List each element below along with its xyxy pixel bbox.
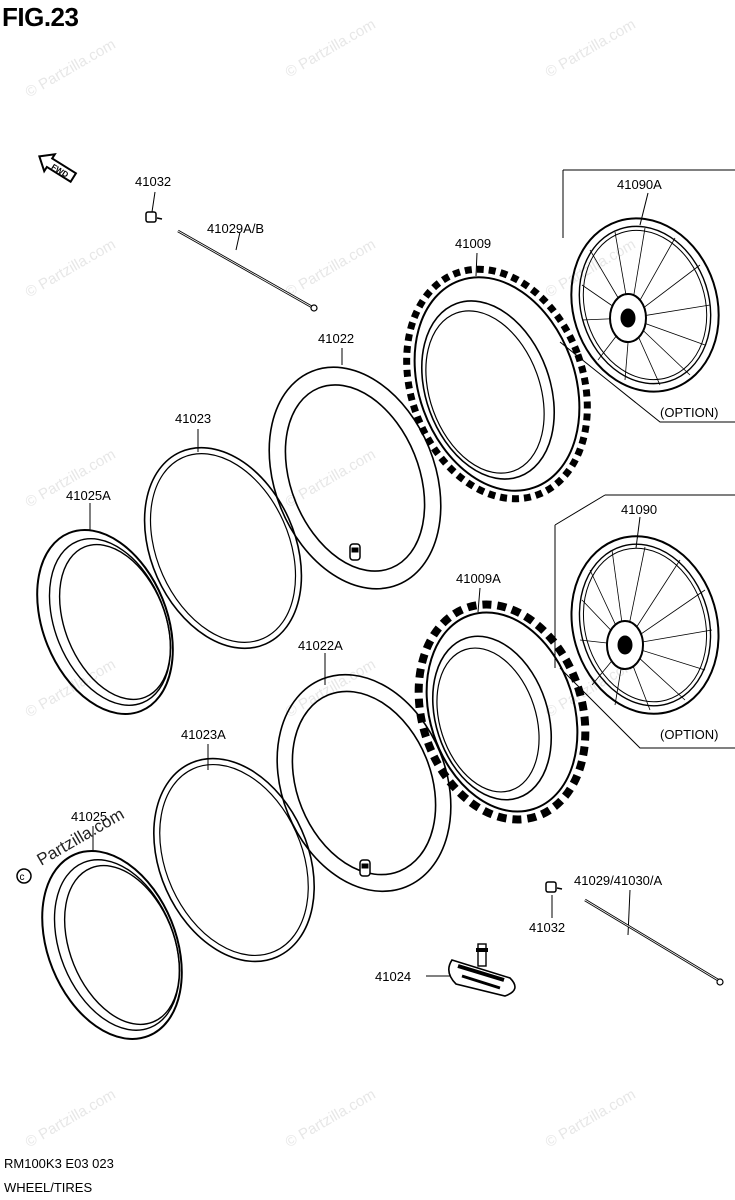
part-label-41029-41030a: 41029/41030/A	[574, 873, 663, 888]
part-label-41032-bottom: 41032	[529, 920, 566, 935]
wheel-41090	[570, 516, 720, 715]
spoke-41029ab	[177, 229, 318, 312]
part-label-41025: 41025	[71, 809, 108, 824]
option-label-top: (OPTION)	[660, 405, 719, 420]
part-label-41090: 41090	[621, 502, 658, 517]
rim-band-41023	[143, 429, 303, 650]
part-label-41009: 41009	[455, 236, 492, 251]
part-label-41023a: 41023A	[181, 727, 226, 742]
part-label-41022: 41022	[318, 331, 355, 346]
part-label-41022a: 41022A	[298, 638, 343, 653]
wheel-41090a	[570, 192, 720, 393]
rim-41025a	[36, 503, 174, 715]
figure-title: FIG.23	[2, 2, 79, 32]
part-label-41032-top: 41032	[135, 174, 172, 189]
copyright-icon: c	[16, 868, 32, 884]
nut-41032-top	[145, 191, 163, 223]
part-label-41024: 41024	[375, 969, 412, 984]
tire-41009a	[414, 587, 590, 824]
part-label-41029ab: 41029A/B	[207, 221, 265, 236]
part-label-41025a: 41025A	[66, 488, 111, 503]
nut-41032-bottom	[545, 881, 563, 918]
spoke-41029-41030a	[584, 889, 724, 986]
fwd-arrow-icon: FWD	[38, 152, 78, 184]
part-label-41023: 41023	[175, 411, 212, 426]
rim-band-41023a	[153, 744, 315, 963]
model-code: RM100K3 E03 023	[4, 1156, 114, 1171]
rim-lock-41024	[426, 943, 516, 997]
part-label-41090a: 41090A	[617, 177, 662, 192]
option-box-bottom	[554, 494, 735, 749]
tube-41022	[268, 348, 442, 590]
option-label-bottom: (OPTION)	[660, 727, 719, 742]
option-box-top	[559, 169, 735, 423]
tube-41022a	[276, 653, 452, 893]
tire-41009	[403, 252, 591, 503]
svg-text:c: c	[20, 872, 25, 883]
part-label-41009a: 41009A	[456, 571, 501, 586]
section-title: WHEEL/TIRES	[4, 1180, 93, 1195]
rim-41025	[41, 826, 183, 1040]
